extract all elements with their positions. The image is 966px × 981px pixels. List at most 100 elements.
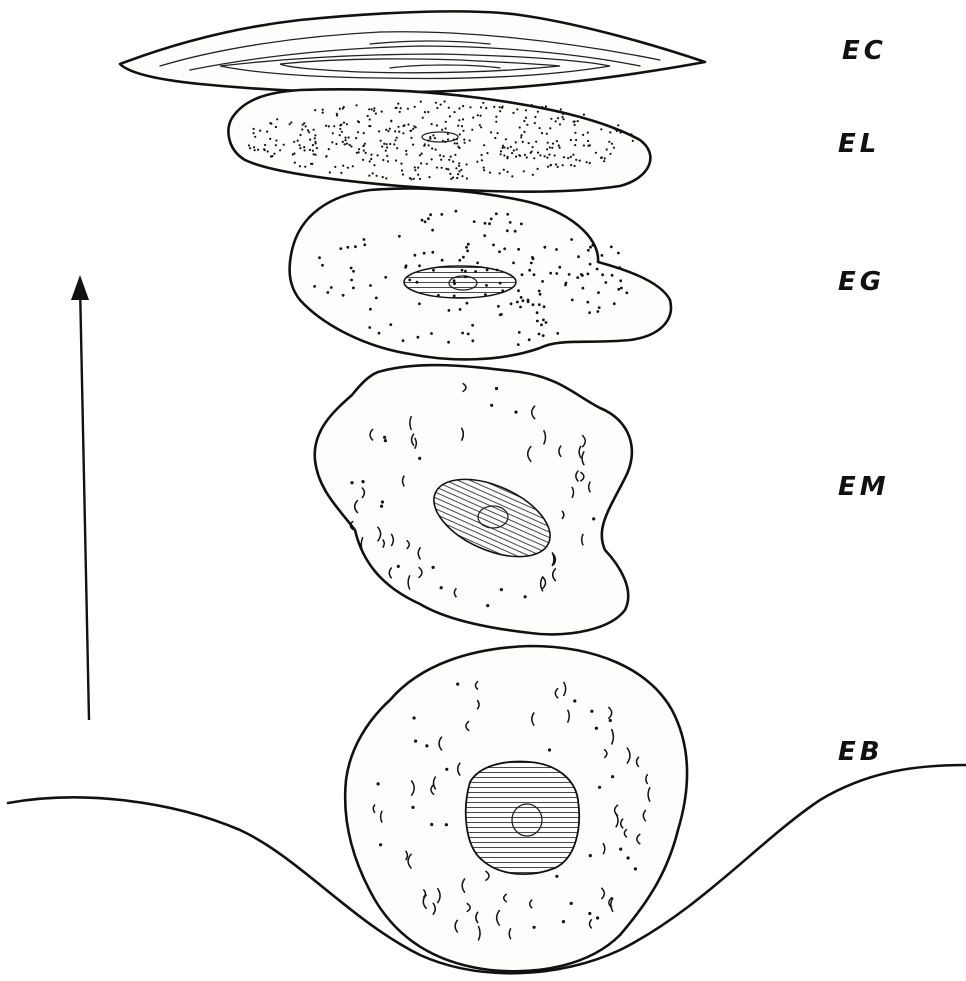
granule-dot [410,130,412,132]
granule-dot [601,273,604,276]
granule-dot [601,156,603,158]
granule-dot [444,141,446,143]
granule-dot [382,176,384,178]
granule-dot [381,146,383,148]
cell-lucidum [228,89,650,191]
granule-dot [462,256,465,259]
granule-dot [464,270,467,273]
granule-dot [538,333,541,336]
granule-dot [617,252,620,255]
granule-dot [429,138,431,140]
granule-dot [528,338,531,341]
granule-dot [253,146,255,148]
granule-dot [355,137,357,139]
granule-dot [604,281,607,284]
granule-dot [403,124,405,126]
granule-dot [431,158,433,160]
granule-dot [404,266,407,269]
granule-dot [613,302,616,305]
granule-dot [408,279,411,282]
granule-dot [402,132,404,134]
granule-dot [299,165,301,167]
granule-dot [556,140,558,142]
granule-dot [424,143,426,145]
granule-dot [534,116,536,118]
granule-dot [506,229,509,232]
granule-dot [378,130,380,132]
granule-dot [299,147,301,149]
granule-dot [571,299,574,302]
granule-dot [625,291,628,294]
granule-dot [455,210,458,213]
granule-dot [589,144,591,146]
granule-dot [441,167,443,169]
granule-dot [490,404,493,407]
granule-dot [586,161,588,163]
granule-dot [515,141,517,143]
granule-dot [611,274,614,277]
granule-dot [386,146,388,148]
granule-dot [431,147,433,149]
granule-dot [421,219,424,222]
granule-dot [601,122,603,124]
granule-dot [608,141,610,143]
granule-dot [417,174,419,176]
granule-dot [383,143,385,145]
granule-dot [541,280,544,283]
granule-dot [549,127,551,129]
granule-dot [394,139,396,141]
granule-dot [420,101,422,103]
granule-dot [458,259,461,262]
granule-dot [303,146,305,148]
granule-dot [537,111,539,113]
granule-dot [523,120,525,122]
granule-dot [443,155,445,157]
granule-dot [556,332,559,335]
granule-dot [344,143,346,145]
granule-dot [346,143,348,145]
granule-dot [440,213,443,216]
nucleus-granulosum [404,266,516,298]
granule-dot [424,111,426,113]
granule-dot [396,137,398,139]
granule-dot [381,111,383,113]
granule-dot [449,115,451,117]
granule-dot [500,153,502,155]
granule-dot [318,256,321,259]
granule-dot [299,134,301,136]
granule-dot [350,481,353,484]
granule-dot [567,157,569,159]
granule-dot [543,246,546,249]
granule-dot [548,748,551,751]
granule-dot [500,150,502,152]
granule-dot [381,500,384,503]
granule-dot [442,140,444,142]
granule-dot [389,143,391,145]
granule-dot [545,105,547,107]
granule-dot [600,128,602,130]
granule-dot [627,856,630,859]
granule-dot [312,144,314,146]
granule-dot [249,147,251,149]
granule-dot [570,139,572,141]
granule-dot [530,262,533,265]
label-el: EL [838,129,880,159]
granule-dot [375,113,377,115]
granule-dot [471,324,474,327]
granule-dot [314,141,316,143]
granule-dot [630,133,632,135]
granule-dot [385,177,387,179]
granule-dot [481,159,483,161]
granule-dot [458,162,460,164]
granule-dot [575,159,577,161]
granule-dot [343,122,345,124]
granule-dot [613,147,615,149]
granule-dot [532,303,535,306]
granule-dot [588,912,591,915]
granule-dot [601,254,604,257]
granule-dot [328,148,330,150]
granule-dot [562,920,565,923]
granule-dot [590,710,593,713]
granule-dot [589,162,591,164]
granule-dot [492,244,495,247]
